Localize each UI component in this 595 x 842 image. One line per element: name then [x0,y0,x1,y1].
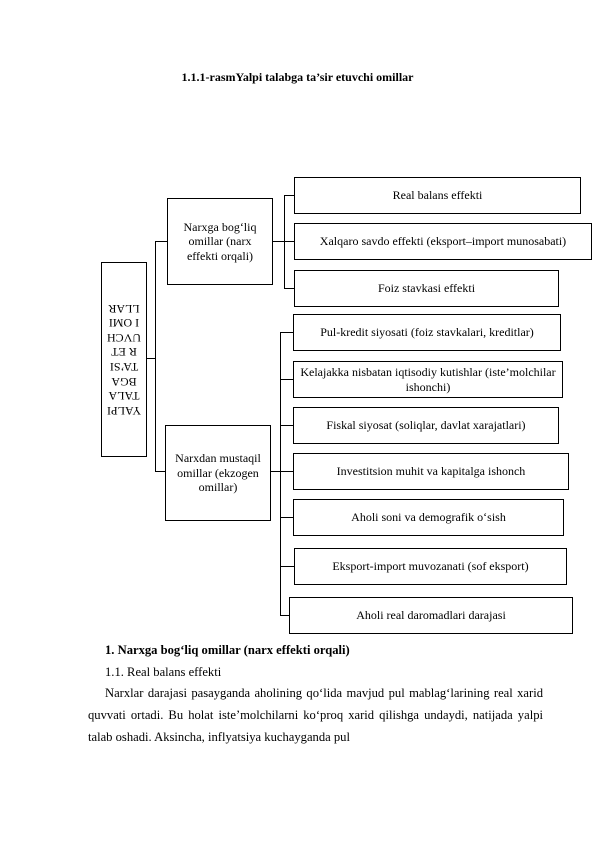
connector-group2-in [155,471,165,473]
factor-box: Real balans effekti [294,177,581,214]
factor-label: Xalqaro savdo effekti (eksport–import mu… [319,234,567,249]
group-nonprice-factors: Narxdan mustaqil omillar (ekzogen omilla… [165,425,271,521]
root-box: YALPI TALABGA TA’SIR ETUVCHI OMILLAR [101,262,147,457]
connector-item4 [280,332,293,334]
factor-box: Eksport-import muvozanati (sof eksport) [294,548,567,585]
factor-label: Foiz stavkasi effekti [377,281,476,296]
connector-item9 [280,566,294,568]
connector-root-vertical [155,241,157,472]
factor-box: Fiskal siyosat (soliqlar, davlat xarajat… [293,407,559,444]
root-label: YALPI TALABGA TA’SIR ETUVCHI OMILLAR [106,301,141,418]
connector-item1 [284,195,294,197]
factor-box: Xalqaro savdo effekti (eksport–import mu… [294,223,592,260]
group-label: Narxga bog‘liq omillar (narx effekti orq… [183,219,257,263]
factor-box: Pul-kredit siyosati (foiz stavkalari, kr… [293,314,561,351]
connector-item10 [280,615,289,617]
factor-label: Investitsion muhit va kapitalga ishonch [336,464,526,479]
connector-group1-in [155,241,167,243]
connector-item2 [284,241,294,243]
group-label: Narxdan mustaqil omillar (ekzogen omilla… [175,451,261,495]
factor-label: Kelajakka nisbatan iqtisodiy kutishlar (… [300,365,556,394]
factor-box: Aholi soni va demografik o‘sish [293,499,564,536]
subsection-heading: 1.1. Real balans effekti [105,664,222,679]
factor-label: Aholi soni va demografik o‘sish [351,510,506,525]
factor-diagram: YALPI TALABGA TA’SIR ETUVCHI OMILLAR Nar… [101,177,592,634]
connector-item7 [280,471,293,473]
section-heading: 1. Narxga bog‘liq omillar (narx effekti … [105,643,350,657]
connector-item3 [284,288,294,290]
connector-group2-vertical [280,332,282,616]
connector-root-out [147,358,155,360]
connector-group2-out [270,471,280,473]
connector-item5 [280,379,293,381]
connector-item8 [280,517,293,519]
factor-label: Eksport-import muvozanati (sof eksport) [332,559,529,574]
factor-box: Aholi real daromadlari darajasi [289,597,573,634]
group-price-factors: Narxga bog‘liq omillar (narx effekti orq… [167,198,273,285]
factor-label: Real balans effekti [392,188,483,203]
factor-label: Aholi real daromadlari darajasi [356,608,506,623]
factor-label: Pul-kredit siyosati (foiz stavkalari, kr… [320,325,534,340]
connector-group1-out [272,241,284,243]
factor-box: Foiz stavkasi effekti [294,270,559,307]
figure-caption: 1.1.1-rasmYalpi talabga ta’sir etuvchi o… [181,70,414,84]
factor-box: Investitsion muhit va kapitalga ishonch [293,453,569,490]
factor-label: Fiskal siyosat (soliqlar, davlat xarajat… [326,418,526,433]
body-paragraph: Narxlar darajasi pasayganda aholining qo… [88,686,543,744]
body-text: 1. Narxga bog‘liq omillar (narx effekti … [88,640,543,748]
factor-box: Kelajakka nisbatan iqtisodiy kutishlar (… [293,361,563,398]
connector-item6 [280,425,293,427]
